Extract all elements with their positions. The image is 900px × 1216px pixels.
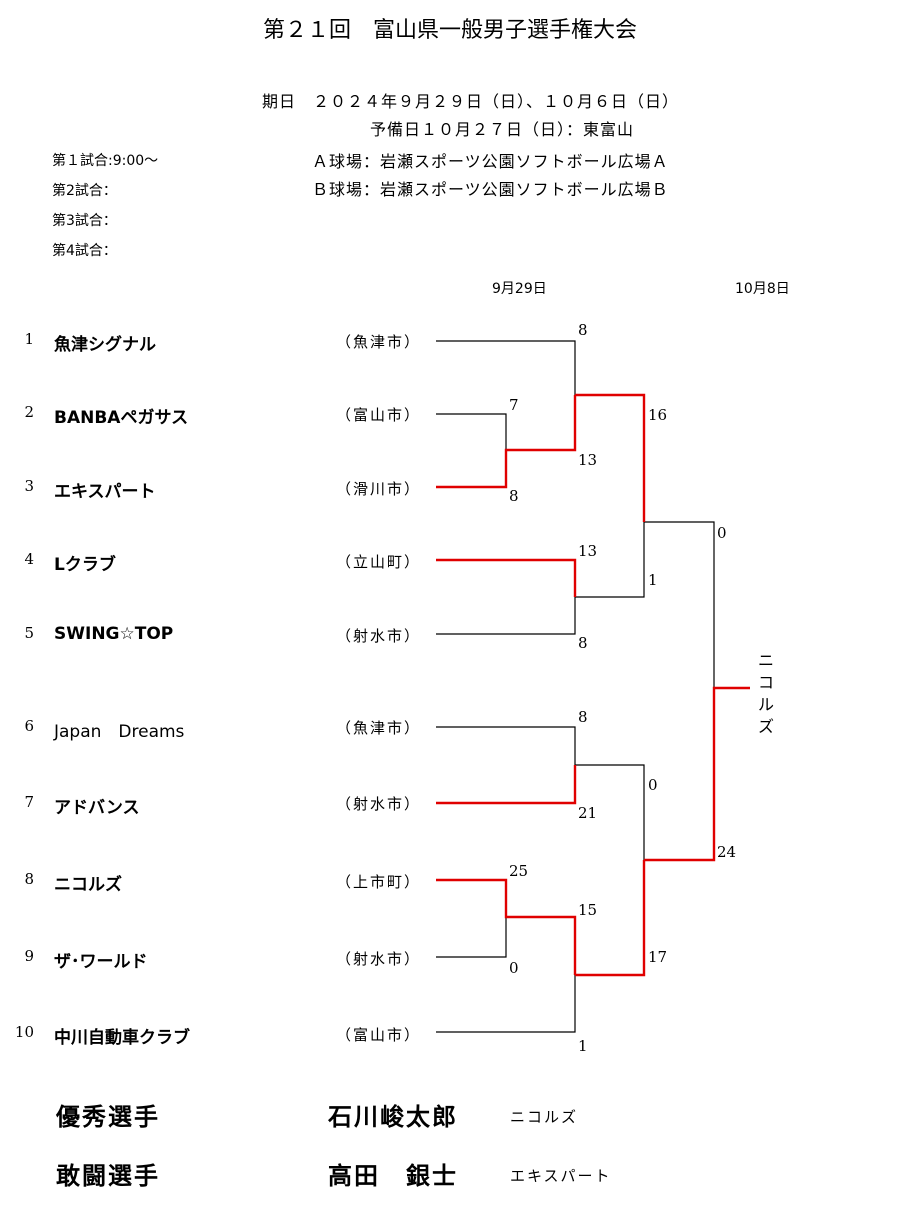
bracket-line-lose <box>436 340 576 395</box>
team-name: Japan Dreams <box>54 722 185 742</box>
award-title: 優秀選手 <box>56 1102 160 1131</box>
score: 16 <box>648 406 668 424</box>
bracket-line-win <box>436 765 577 805</box>
team-city: （魚津市） <box>336 719 422 737</box>
score: 21 <box>578 804 598 822</box>
score: 7 <box>509 396 519 414</box>
team-city: （射水市） <box>336 950 422 968</box>
team-city: （富山市） <box>336 1026 422 1044</box>
team-city: （富山市） <box>336 406 422 424</box>
round-date-first: 9月29日 <box>492 281 547 297</box>
champion-name: ニコルズ <box>757 651 774 736</box>
bracket-line-win <box>436 878 577 975</box>
team-city: （射水市） <box>336 795 422 813</box>
bracket-line-lose <box>436 975 576 1033</box>
bracket-line-win <box>436 395 577 489</box>
award-title: 敢闘選手 <box>56 1161 160 1190</box>
score: 0 <box>648 776 658 794</box>
bracket-line-lose <box>436 413 507 450</box>
team-name: アドバンス <box>54 798 140 818</box>
score: 0 <box>717 524 727 542</box>
score: 0 <box>509 959 519 977</box>
team-city: （射水市） <box>336 627 422 645</box>
page-title: 第２１回 富山県一般男子選手権大会 <box>262 18 637 43</box>
team-seed: 4 <box>24 550 34 568</box>
award-player: 高田 銀士 <box>328 1161 458 1190</box>
team-name: エキスパート <box>54 482 156 502</box>
field-b: Ｂ球場：岩瀬スポーツ公園ソフトボール広場Ｂ <box>312 180 669 199</box>
score: 15 <box>578 901 598 919</box>
team-city: （上市町） <box>336 873 422 891</box>
team-seed: 2 <box>24 403 34 421</box>
score: 8 <box>578 321 588 339</box>
schedule-game-2: 第2試合： <box>52 183 117 199</box>
team-city: （滑川市） <box>336 480 422 498</box>
score: 1 <box>648 571 658 589</box>
bracket-line-lose <box>575 764 645 860</box>
schedule-game-4: 第4試合： <box>52 243 117 259</box>
team-seed: 6 <box>24 717 34 735</box>
bracket-line-win <box>644 686 750 862</box>
award-team: ニコルズ <box>510 1108 579 1126</box>
bracket-line-win <box>575 860 646 977</box>
score: 13 <box>578 542 598 560</box>
team-seed: 3 <box>24 477 34 495</box>
team-name: ニコルズ <box>54 875 122 895</box>
event-dates: 期日 ２０２４年９月２９日（日）、１０月６日（日） <box>262 92 680 111</box>
team-name: 中川自動車クラブ <box>54 1028 190 1048</box>
award-team: エキスパート <box>510 1167 612 1185</box>
bracket-line-lose <box>575 522 645 598</box>
score: 8 <box>578 708 588 726</box>
score: 1 <box>578 1037 588 1055</box>
bracket-line-lose <box>644 521 715 688</box>
team-seed: 8 <box>24 870 34 888</box>
team-seed: 9 <box>24 947 34 965</box>
team-seed: 1 <box>24 330 34 348</box>
schedule-game-3: 第3試合： <box>52 213 117 229</box>
team-name: 魚津シグナル <box>54 335 156 355</box>
score: 25 <box>509 862 529 880</box>
field-a: Ａ球場：岩瀬スポーツ公園ソフトボール広場Ａ <box>312 152 669 171</box>
bracket-line-win <box>436 558 577 597</box>
bracket-line-lose <box>436 597 576 635</box>
score: 17 <box>648 948 668 966</box>
score: 8 <box>509 487 519 505</box>
team-name: ザ･ワールド <box>54 952 148 972</box>
team-seed: 7 <box>24 793 34 811</box>
score: 13 <box>578 451 598 469</box>
bracket-line-win <box>575 393 646 522</box>
score: 8 <box>578 634 588 652</box>
team-name: SWING☆TOP <box>54 624 174 644</box>
team-name: Lクラブ <box>54 555 116 575</box>
round-date-final: 10月8日 <box>735 281 790 297</box>
schedule-game-1: 第１試合:9:00〜 <box>52 153 159 169</box>
reserve-date: 予備日１０月２７日（日）：東富山 <box>370 120 635 139</box>
team-name: BANBAペガサス <box>54 408 189 428</box>
team-city: （立山町） <box>336 553 422 571</box>
bracket-line-lose <box>436 726 576 765</box>
award-player: 石川峻太郎 <box>328 1102 458 1131</box>
team-seed: 10 <box>14 1023 34 1041</box>
team-city: （魚津市） <box>336 333 422 351</box>
score: 24 <box>717 843 737 861</box>
team-seed: 5 <box>24 624 34 642</box>
bracket-line-lose <box>436 917 507 958</box>
